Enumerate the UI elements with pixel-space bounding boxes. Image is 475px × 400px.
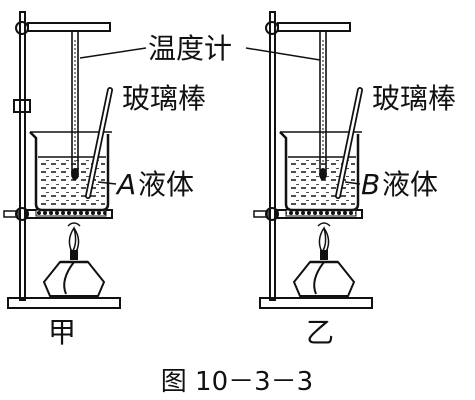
apparatus-left [3,11,121,309]
figure-caption: 图 10－3－3 [161,367,313,397]
apparatus-right [253,11,373,309]
label-thermometer: 温度计 [148,32,232,65]
leader-liquid-a [97,181,117,185]
clamp-knob-top-right [265,21,279,35]
flame-right [318,226,330,254]
beaker-right [279,131,360,212]
thermometer-clamp-arm-right [277,22,351,32]
lamp-wick-right [320,250,328,260]
ring-knob-left [15,207,29,221]
thermometer-clamp-arm-left [27,22,111,32]
label-glass-rod-right: 玻璃棒 [372,82,456,115]
label-liquid-a-text: 液体 [138,168,194,201]
stand-base-left [7,297,121,309]
stand-rod-right [269,11,276,301]
clamp-boss-left [13,99,31,113]
clamp-knob-top-left [15,21,29,35]
label-liquid-a-letter: A [115,168,136,201]
label-setup-left: 甲 [48,316,76,349]
label-liquid-b-text: 液体 [382,168,438,201]
alcohol-lamp-left [42,261,106,297]
lamp-wick-left [70,250,78,260]
label-liquid-b-letter: B [361,168,380,201]
leader-liquid-b [344,181,361,185]
stand-base-right [259,297,373,309]
flame-left [68,226,80,254]
label-glass-rod-left: 玻璃棒 [122,82,206,115]
label-setup-right: 乙 [306,316,334,349]
ring-arm-right [253,210,269,218]
ring-knob-right [265,207,279,221]
alcohol-lamp-right [292,261,356,297]
leader-thermometer-right [245,47,321,61]
ring-arm-left [3,210,19,218]
beaker-left [29,131,110,212]
stand-rod-left [19,11,26,301]
leader-thermometer-left [79,47,147,59]
